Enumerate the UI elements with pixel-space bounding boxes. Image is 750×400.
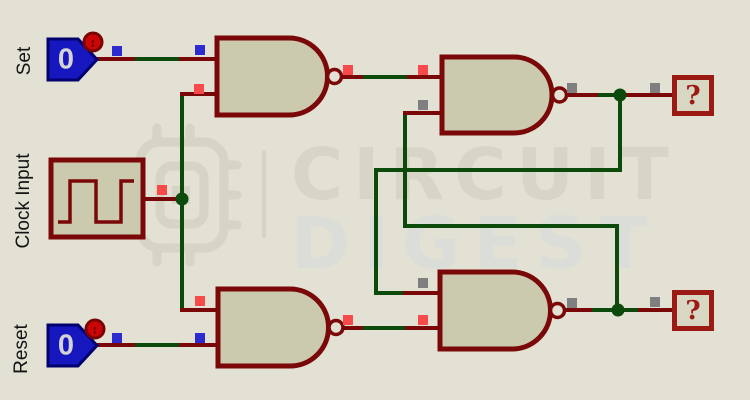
logic-probe-g3-input-b bbox=[195, 333, 205, 343]
nand-gate-2[interactable] bbox=[439, 54, 569, 136]
watermark-line2: DIGEST bbox=[291, 202, 661, 285]
logic-probe-g2-input-b bbox=[418, 100, 428, 110]
logic-probe-g3-output bbox=[343, 315, 353, 325]
logic-probe-g1-input-a bbox=[195, 45, 205, 55]
logic-probe-g1-input-b bbox=[194, 84, 204, 94]
logic-probe-g4-input-b bbox=[418, 315, 428, 325]
nand-gate-4[interactable] bbox=[437, 269, 567, 352]
qbar-output-probe[interactable]: ? bbox=[672, 290, 714, 331]
nand-gate-3[interactable] bbox=[215, 286, 345, 369]
watermark-divider bbox=[262, 150, 266, 238]
logic-probe-g2-input-a bbox=[418, 65, 428, 75]
logic-probe-g4-output bbox=[567, 298, 577, 308]
set-value: 0 bbox=[57, 43, 75, 76]
nand2-inverter-bubble bbox=[550, 86, 569, 104]
logic-probe-clock-output bbox=[157, 185, 167, 195]
logic-probe-g4-input-a bbox=[418, 278, 428, 288]
logic-probe-g1-output bbox=[343, 65, 353, 75]
nand-gate-1[interactable] bbox=[214, 35, 344, 118]
logic-probe-q-probe-input bbox=[650, 83, 660, 93]
nand4-body[interactable] bbox=[437, 269, 553, 352]
clock-box[interactable] bbox=[48, 157, 146, 240]
clock-source[interactable] bbox=[48, 157, 146, 240]
logic-probe-set-wire bbox=[112, 46, 122, 56]
reset-logic-input[interactable] bbox=[46, 323, 100, 368]
nand3-body[interactable] bbox=[215, 286, 331, 369]
reset-label: Reset bbox=[11, 324, 32, 374]
logic-probe-reset-wire bbox=[112, 333, 122, 343]
logic-probe-g3-input-a bbox=[195, 296, 205, 306]
nand4-inverter-bubble bbox=[548, 301, 567, 320]
reset-toggle-button[interactable]: ↕ bbox=[84, 318, 106, 340]
clock-label: Clock Input bbox=[13, 153, 34, 249]
q-output-probe[interactable]: ? bbox=[672, 75, 714, 116]
watermark-line1: CIRCUIT bbox=[291, 133, 679, 216]
nand1-body[interactable] bbox=[214, 35, 330, 118]
junction-clock bbox=[175, 192, 189, 206]
junction-q bbox=[613, 88, 627, 102]
square-wave-icon bbox=[58, 179, 134, 224]
nand2-body[interactable] bbox=[439, 54, 555, 136]
logic-probe-g2-output bbox=[567, 83, 577, 93]
set-toggle-button[interactable]: ↕ bbox=[82, 31, 104, 53]
q-output-value: ? bbox=[685, 80, 701, 111]
qbar-output-value: ? bbox=[685, 295, 701, 326]
set-label: Set bbox=[14, 46, 35, 76]
nand3-inverter-bubble bbox=[327, 318, 345, 337]
reset-value: 0 bbox=[57, 329, 75, 362]
logic-probe-qbar-probe-input bbox=[650, 297, 660, 307]
nand1-inverter-bubble bbox=[325, 67, 344, 86]
junction-qbar bbox=[611, 303, 625, 317]
